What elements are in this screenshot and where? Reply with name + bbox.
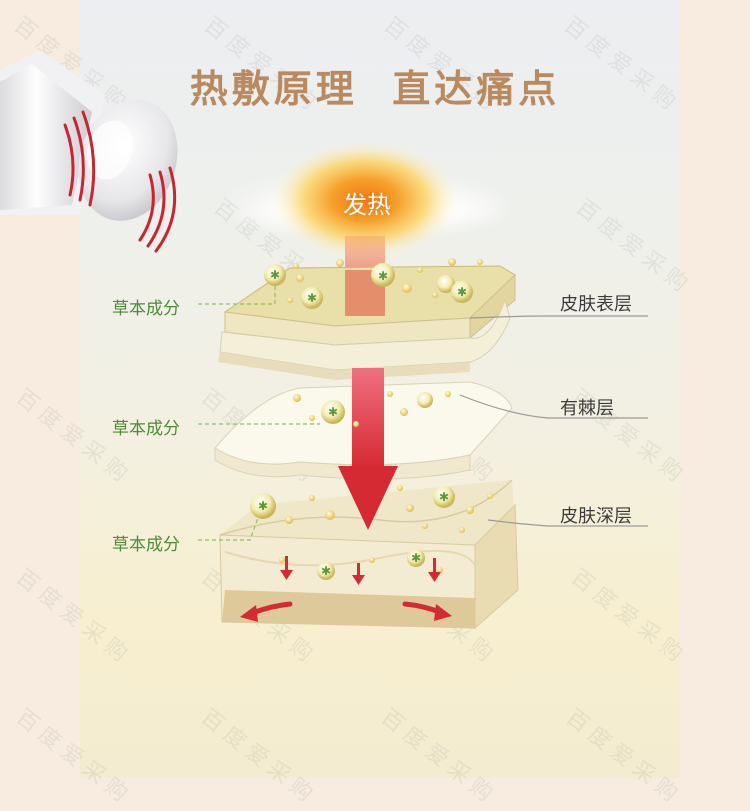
spread-arrow-right-head	[434, 604, 452, 621]
herb-leaf-icon	[250, 263, 473, 580]
herb-label: 草本成分	[112, 299, 180, 319]
layer-label-surface: 皮肤表层	[560, 294, 632, 315]
penetration-arrows	[280, 556, 441, 585]
spread-arrow-left-head	[240, 605, 258, 622]
layer-leader-lines	[459, 315, 648, 527]
herb-leader-lines	[198, 286, 320, 541]
layer-label-deep: 皮肤深层	[560, 506, 632, 527]
roll-on-bottle-icon	[0, 50, 178, 253]
layer-label-spinous: 有棘层	[560, 398, 614, 419]
herb-label: 草本成分	[112, 535, 180, 555]
herb-label: 草本成分	[112, 419, 180, 439]
heat-label: 发热	[343, 191, 391, 219]
svg-text:✱: ✱	[321, 564, 331, 578]
svg-text:✱: ✱	[411, 551, 421, 565]
svg-text:✱: ✱	[439, 490, 449, 504]
page-title: 热敷原理 直达痛点	[189, 66, 561, 111]
svg-text:✱: ✱	[378, 269, 388, 283]
svg-text:✱: ✱	[457, 285, 467, 299]
svg-text:✱: ✱	[258, 499, 268, 513]
down-arrow-icon	[338, 368, 398, 530]
svg-text:✱: ✱	[307, 291, 317, 305]
herb-bubbles: ✱ ✱ ✱ ✱ ✱ ✱ ✱ ✱ ✱	[250, 258, 493, 580]
svg-text:✱: ✱	[270, 268, 280, 282]
svg-text:✱: ✱	[328, 405, 338, 419]
heat-source	[215, 140, 515, 260]
